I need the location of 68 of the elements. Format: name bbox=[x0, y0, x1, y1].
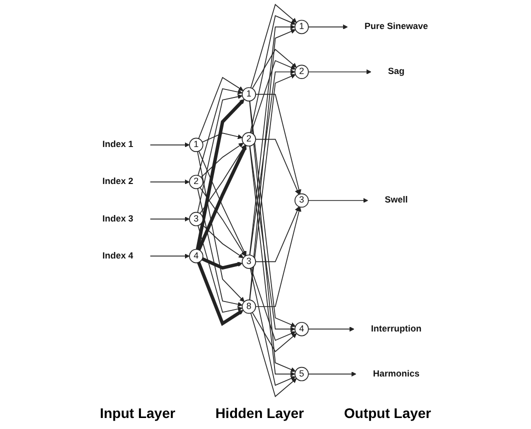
arrow bbox=[250, 74, 296, 300]
arrow bbox=[250, 146, 296, 332]
arrow bbox=[150, 180, 190, 184]
arrow bbox=[250, 100, 296, 372]
arrow bbox=[202, 257, 243, 270]
arrow bbox=[150, 216, 190, 222]
arrow bbox=[250, 146, 296, 376]
arrow bbox=[200, 187, 246, 256]
node-text: Index 1 bbox=[102, 140, 134, 150]
layer-caption: Output Layer bbox=[344, 405, 432, 421]
node-circle: 8 bbox=[242, 300, 256, 314]
node-circle: 1 bbox=[242, 87, 256, 102]
arrow bbox=[256, 206, 300, 262]
arrow bbox=[308, 372, 357, 376]
node-circle: 2 bbox=[242, 132, 256, 146]
node-text: Interruption bbox=[371, 324, 422, 334]
node-circle: 5 bbox=[294, 366, 310, 382]
arrow bbox=[308, 24, 348, 30]
arrow bbox=[198, 188, 243, 307]
layer-caption: Input Layer bbox=[100, 405, 176, 421]
arrow bbox=[250, 69, 296, 256]
arrow bbox=[256, 138, 300, 195]
arrow bbox=[196, 98, 245, 250]
arrow bbox=[252, 312, 298, 352]
arrow bbox=[197, 262, 244, 326]
node-circle: 3 bbox=[294, 193, 310, 208]
node-text: Swell bbox=[385, 195, 408, 205]
arrow bbox=[308, 69, 372, 74]
node-text: Harmonics bbox=[373, 368, 420, 379]
node-circle: 2 bbox=[189, 174, 204, 190]
node-circle: 3 bbox=[242, 254, 256, 269]
layer-caption: Hidden Layer bbox=[215, 405, 304, 421]
node-circle: 2 bbox=[294, 64, 310, 80]
arrow bbox=[198, 76, 244, 140]
arrow bbox=[250, 24, 296, 256]
arrow bbox=[256, 94, 302, 194]
arrow bbox=[252, 48, 298, 89]
arrow bbox=[250, 268, 296, 341]
arrow bbox=[198, 94, 243, 213]
arrow bbox=[200, 144, 246, 214]
arrow bbox=[201, 142, 244, 178]
arrow bbox=[250, 268, 296, 386]
arrow bbox=[250, 100, 296, 327]
node-text: Index 3 bbox=[102, 214, 134, 224]
node-text: Index 4 bbox=[102, 251, 134, 261]
arrow bbox=[201, 223, 244, 258]
arrow bbox=[197, 151, 245, 302]
arrow bbox=[308, 198, 368, 203]
arrow bbox=[250, 4, 298, 88]
arrow bbox=[250, 15, 296, 134]
node-circle: 4 bbox=[294, 322, 310, 336]
arrow bbox=[308, 326, 355, 332]
node-circle: 4 bbox=[189, 248, 204, 264]
arrow bbox=[198, 225, 243, 313]
arrow bbox=[250, 29, 296, 300]
node-text: Pure Sinewave bbox=[364, 22, 428, 32]
arrow bbox=[250, 60, 296, 134]
node-circle: 1 bbox=[189, 138, 204, 152]
arrow bbox=[150, 254, 190, 259]
node-circle: 1 bbox=[294, 20, 310, 34]
arrow bbox=[256, 206, 302, 308]
node-text: Index 2 bbox=[102, 176, 134, 186]
node-circle: 3 bbox=[189, 212, 204, 226]
arrow bbox=[250, 312, 298, 398]
arrow bbox=[198, 88, 243, 176]
arrow bbox=[150, 142, 190, 148]
node-text: Sag bbox=[388, 66, 405, 76]
arrow bbox=[202, 132, 243, 143]
